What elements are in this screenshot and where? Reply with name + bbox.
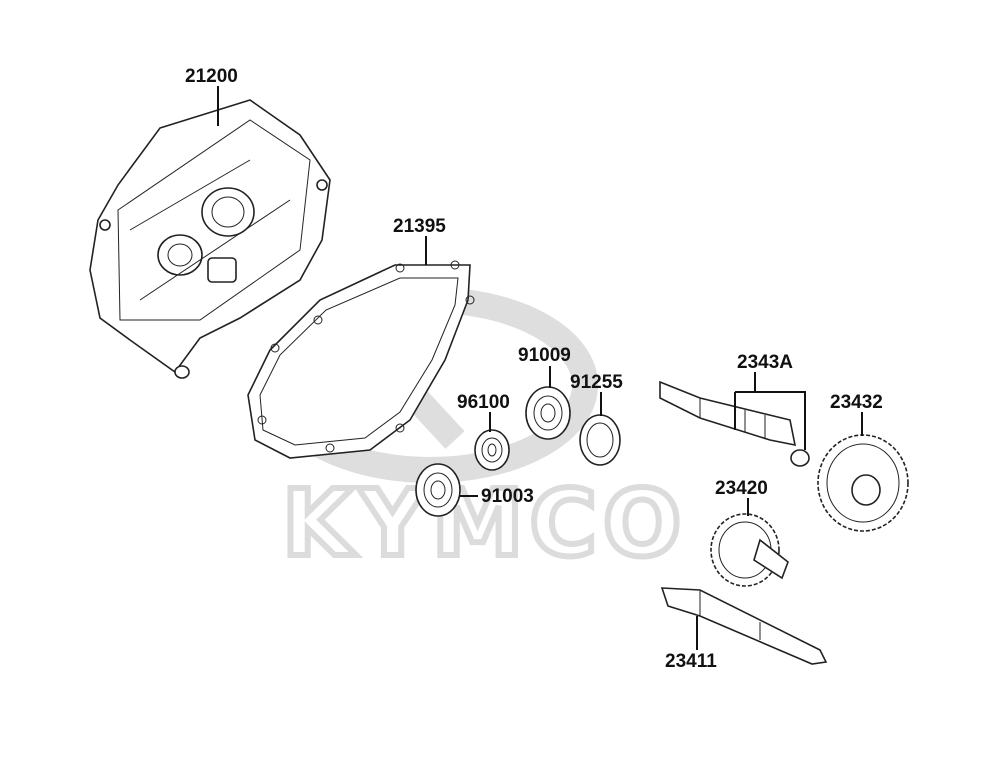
- gasket-21395: [247, 260, 475, 459]
- part-label-91255: 91255: [570, 372, 623, 393]
- gear-23432: [817, 434, 909, 532]
- part-label-23420: 23420: [715, 478, 768, 499]
- part-label-23432: 23432: [830, 392, 883, 413]
- watermark-text: KYMCO: [282, 470, 687, 577]
- part-label-21200: 21200: [185, 66, 238, 87]
- part-label-91009: 91009: [518, 345, 571, 366]
- bearing-96100: [474, 429, 510, 471]
- part-label-91003: 91003: [481, 486, 534, 507]
- bearing-91003: [415, 463, 461, 517]
- oil-seal-91255: [579, 414, 621, 466]
- leader-lines: [217, 86, 863, 650]
- gearbox-cover-21200: [89, 99, 331, 379]
- part-label-96100: 96100: [457, 392, 510, 413]
- part-labels: 21200 21395 91009 96100 91255 91003 2343…: [185, 66, 883, 672]
- part-label-2343A: 2343A: [737, 352, 793, 373]
- final-shaft-23411: [660, 587, 828, 665]
- gear-23420: [710, 513, 789, 587]
- drive-shaft-2343A: [659, 380, 810, 467]
- bearing-91009: [525, 386, 571, 440]
- part-label-21395: 21395: [393, 216, 446, 237]
- part-label-23411: 23411: [665, 651, 717, 672]
